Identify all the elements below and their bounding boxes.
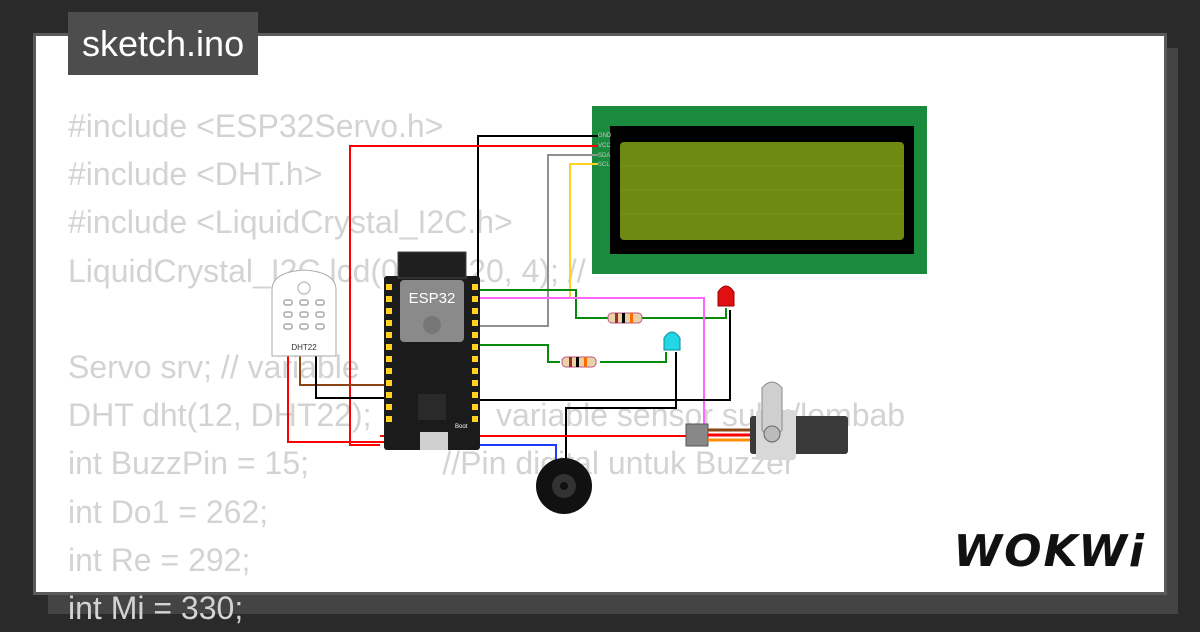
wokwi-logo[interactable]: WOKWi <box>954 526 1146 577</box>
lcd-pin-sda: SDA <box>598 153 610 159</box>
lcd-pin-scl: SCL <box>598 162 610 168</box>
cyan-led[interactable] <box>663 331 681 351</box>
code-line: int Re = 292; <box>68 541 251 578</box>
code-line: #include <LiquidCrystal_I2C.h> <box>68 204 513 241</box>
lcd-pin-vcc: VCC <box>598 143 611 149</box>
code-line: #include <DHT.h> <box>68 156 323 193</box>
file-tab[interactable]: sketch.ino <box>68 12 259 75</box>
code-line: int Do1 = 262; <box>68 493 269 530</box>
servo-motor[interactable] <box>685 381 848 460</box>
dht22-sensor[interactable]: DHT22 <box>271 269 337 357</box>
esp32-board[interactable]: ESP32 Boot <box>384 251 480 450</box>
resistor-2[interactable] <box>561 356 597 368</box>
code-line: int Mi = 330; <box>68 589 244 626</box>
boot-button-label: Boot <box>455 424 468 430</box>
lcd-display[interactable]: GND VCC SDA SCL <box>592 106 927 274</box>
red-led[interactable] <box>717 285 735 307</box>
dht22-label: DHT22 <box>291 343 317 352</box>
resistor-1[interactable] <box>607 312 643 324</box>
buzzer[interactable] <box>536 458 592 514</box>
lcd-pin-gnd: GND <box>598 133 612 139</box>
esp32-label: ESP32 <box>409 290 456 307</box>
code-line: #include <ESP32Servo.h> <box>68 108 444 144</box>
code-preview: #include <ESP32Servo.h> #include <DHT.h> #… <box>68 102 905 632</box>
code-line: DHT dht(12, DHT22); variable sensor suhu… <box>68 397 906 434</box>
